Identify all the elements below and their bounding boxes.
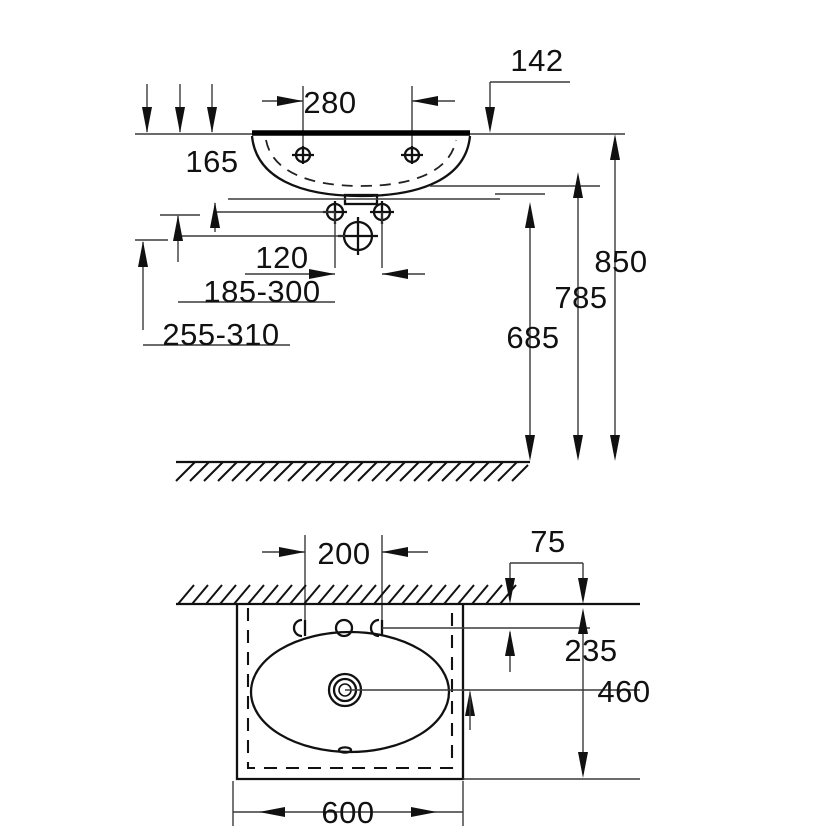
floor-hatch-15 [385, 461, 406, 482]
wall-hatch-17 [415, 584, 433, 605]
dimension-label-75: 75 [530, 524, 565, 559]
dimension-label-120: 120 [255, 240, 308, 275]
floor-hatching [175, 460, 530, 482]
wall-hatch-7 [275, 584, 293, 605]
tap-hole-right-arc [369, 618, 380, 638]
floor-hatch-10 [315, 461, 336, 482]
floor-hatch-24 [511, 464, 529, 482]
floor-hatch-0 [175, 461, 196, 482]
dimension-685-group: 685 [495, 193, 559, 461]
wall-hatch-1 [191, 584, 209, 605]
dimension-850-group: 850 [594, 134, 647, 461]
dimension-label-685: 685 [506, 320, 559, 355]
dimension-75-group: 75 [505, 524, 588, 604]
dimension-label-850: 850 [594, 244, 647, 279]
floor-hatch-16 [399, 461, 420, 482]
tap-hole-left [292, 618, 307, 638]
wall-hatch-6 [261, 584, 279, 605]
basin-outer-outline [235, 604, 465, 781]
side-elevation-view: 280 142 165 [135, 43, 647, 482]
floor-hatch-21 [469, 461, 490, 482]
dimension-255-310-group: 255-310 [143, 317, 290, 352]
wall-hatch-19 [443, 584, 461, 605]
wall-hatch-9 [303, 584, 321, 605]
dimension-label-235: 235 [564, 633, 617, 668]
wall-hatch-20 [457, 584, 475, 605]
floor-hatch-9 [301, 461, 322, 482]
wall-hatch-18 [429, 584, 447, 605]
wall-hatch-11 [331, 584, 349, 605]
dimension-460-group: 460 [463, 608, 650, 780]
dimension-label-600: 600 [321, 795, 374, 830]
floor-hatch-8 [287, 461, 308, 482]
floor-hatch-3 [217, 461, 238, 482]
tap-hole-marker-left [292, 146, 314, 164]
dimension-label-255-310: 255-310 [162, 317, 279, 352]
dimension-label-165: 165 [185, 144, 238, 179]
floor-hatch-22 [483, 461, 504, 482]
elevation-left-arrow-stack [138, 202, 220, 330]
wall-hatch-23 [499, 584, 517, 605]
wall-hatch-16 [401, 584, 419, 605]
basin-section-group [250, 130, 472, 206]
dimension-120-group: 120 [245, 240, 425, 279]
top-plan-view: 200 75 [176, 524, 650, 830]
wall-hatch-15 [387, 584, 405, 605]
wall-hatch-3 [219, 584, 237, 605]
floor-hatch-23 [497, 461, 518, 482]
floor-hatch-14 [371, 461, 392, 482]
floor-hatch-11 [329, 461, 350, 482]
dimension-600-group: 600 [232, 781, 464, 830]
floor-hatch-4 [231, 461, 252, 482]
wall-hatch-14 [373, 584, 391, 605]
floor-hatch-2 [203, 461, 224, 482]
basin-plan-group [235, 604, 465, 781]
floor-hatch-18 [427, 461, 448, 482]
dimension-200-group: 200 [262, 535, 428, 630]
wall-hatch-22 [485, 584, 503, 605]
elevation-top-arrow-group [142, 84, 217, 133]
floor-hatch-12 [343, 461, 364, 482]
basin-bowl-inner-hidden [265, 139, 457, 187]
dimension-235-group: 235 [505, 630, 617, 672]
floor-hatch-13 [357, 461, 378, 482]
dimension-label-142: 142 [510, 43, 563, 78]
dimension-label-785: 785 [554, 280, 607, 315]
dimension-185-300-group: 185-300 [178, 274, 335, 309]
floor-hatch-6 [259, 461, 280, 482]
wall-hatch-13 [359, 584, 377, 605]
wall-hatch-10 [317, 584, 335, 605]
wall-hatch-21 [471, 584, 489, 605]
dimension-785-group: 785 [554, 172, 607, 461]
overflow-slot [337, 746, 353, 754]
dimension-label-460: 460 [597, 674, 650, 709]
floor-hatch-5 [245, 461, 266, 482]
floor-hatch-7 [273, 461, 294, 482]
dimension-142-group: 142 [485, 43, 570, 133]
tap-hole-left-arc [292, 618, 303, 638]
floor-hatch-1 [189, 461, 210, 482]
floor-hatch-19 [441, 461, 462, 482]
wall-hatch-5 [247, 584, 265, 605]
floor-hatch-17 [413, 461, 434, 482]
wall-hatch-2 [205, 584, 223, 605]
dimension-label-200: 200 [317, 536, 370, 571]
wall-hatch-4 [233, 584, 251, 605]
wall-hatch-12 [345, 584, 363, 605]
dimension-label-280: 280 [303, 85, 356, 120]
dimension-label-185-300: 185-300 [203, 274, 320, 309]
tap-hole-center [334, 618, 354, 638]
wall-hatch-0 [177, 584, 195, 605]
dimension-280-group: 280 [262, 85, 455, 160]
floor-hatch-20 [455, 461, 476, 482]
cabinet-dashed-outline [246, 608, 454, 770]
tap-hole-marker-right [401, 146, 423, 164]
wall-hatching [176, 584, 640, 606]
wall-hatch-8 [289, 584, 307, 605]
